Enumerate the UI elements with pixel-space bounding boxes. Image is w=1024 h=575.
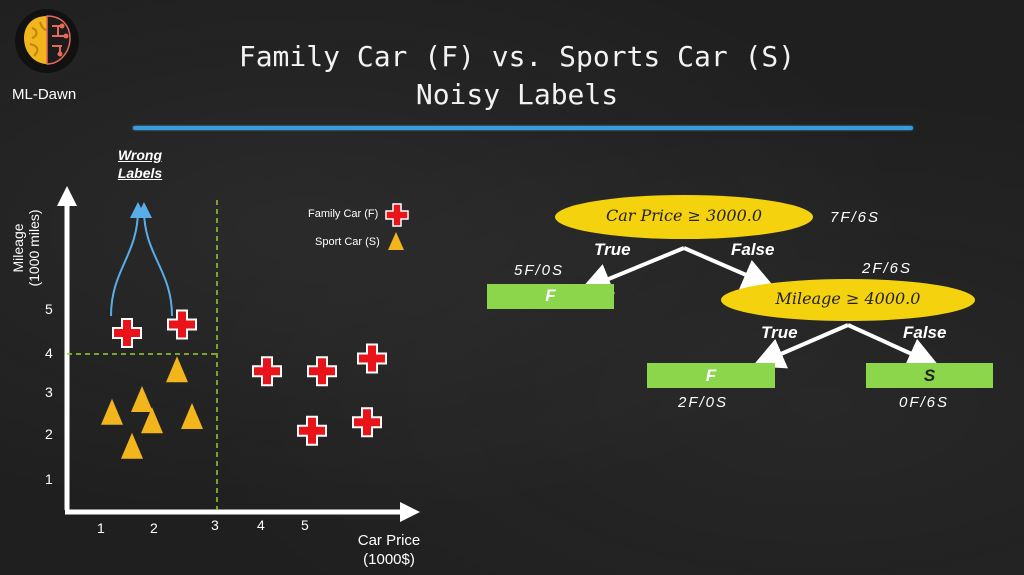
legend-family-marker (385, 203, 409, 227)
scatter-points (101, 309, 387, 459)
x-tick-3: 3 (211, 517, 219, 533)
y-tick-1: 1 (45, 471, 53, 487)
y-axis-arrow (57, 186, 77, 206)
leaf-b-label: F (705, 366, 717, 385)
family-car-point (352, 407, 382, 438)
title-line-1: Family Car (F) vs. Sports Car (S) (238, 40, 796, 73)
sport-car-point (141, 407, 163, 434)
leaf-c-count: 0F/6S (899, 394, 950, 411)
leaf-a-label: F (545, 286, 556, 305)
x-tick-2: 2 (150, 520, 158, 536)
node2-true-label: True (761, 323, 798, 342)
title-line-2: Noisy Labels (415, 78, 619, 111)
sport-car-point (101, 398, 123, 425)
family-car-point (167, 309, 197, 340)
leaf-a (487, 284, 614, 309)
sport-car-point (131, 386, 153, 412)
sport-car-point (181, 403, 203, 429)
y-tick-4: 4 (45, 345, 53, 361)
root-node-label: Car Price ≥ 3000.0 (605, 206, 763, 225)
legend-sport-label: Sport Car (S) (315, 236, 380, 248)
edge-root-left (579, 246, 685, 294)
leaf-a-count: 5F/0S (514, 262, 565, 279)
leaf-b-count: 2F/0S (678, 394, 729, 411)
sport-car-point (121, 432, 143, 459)
x-tick-1: 1 (97, 520, 105, 536)
x-tick-4: 4 (257, 517, 265, 533)
x-axis-label: Car Price(1000$) (357, 532, 421, 568)
root-false-label: False (731, 240, 775, 259)
x-tick-5: 5 (301, 517, 309, 533)
node2-label: Mileage ≥ 4000.0 (775, 289, 921, 308)
family-car-point (357, 343, 387, 374)
family-car-point (112, 318, 142, 348)
wrong-label-arrow-right (136, 202, 173, 317)
leaf-b (647, 363, 775, 388)
family-car-point (297, 415, 327, 446)
y-tick-3: 3 (45, 384, 53, 400)
root-count: 7F/6S (830, 209, 881, 226)
y-tick-5: 5 (45, 301, 53, 317)
node2-false-label: False (903, 323, 947, 342)
root-node (555, 195, 813, 239)
node2 (721, 279, 975, 321)
edge-root-right (683, 246, 775, 290)
y-axis-label: Mileage(1000 miles) (10, 209, 42, 287)
legend-sport-marker (388, 232, 404, 250)
node2-count: 2F/6S (862, 260, 913, 277)
leaf-c (866, 363, 993, 388)
y-tick-2: 2 (45, 426, 53, 442)
root-true-label: True (594, 240, 631, 259)
edge-node2-right (847, 323, 940, 368)
x-axis-arrow (400, 502, 420, 522)
wrong-label-arrow-left (110, 202, 146, 317)
edge-node2-left (752, 323, 849, 369)
ml-dawn-logo (15, 9, 79, 73)
sport-car-point (166, 356, 188, 383)
brand-name: ML-Dawn (12, 86, 77, 103)
family-car-point (252, 356, 282, 387)
title-underline (133, 126, 913, 130)
leaf-c-label: S (923, 366, 936, 385)
legend-family-label: Family Car (F) (308, 208, 379, 220)
family-car-point (307, 356, 337, 387)
